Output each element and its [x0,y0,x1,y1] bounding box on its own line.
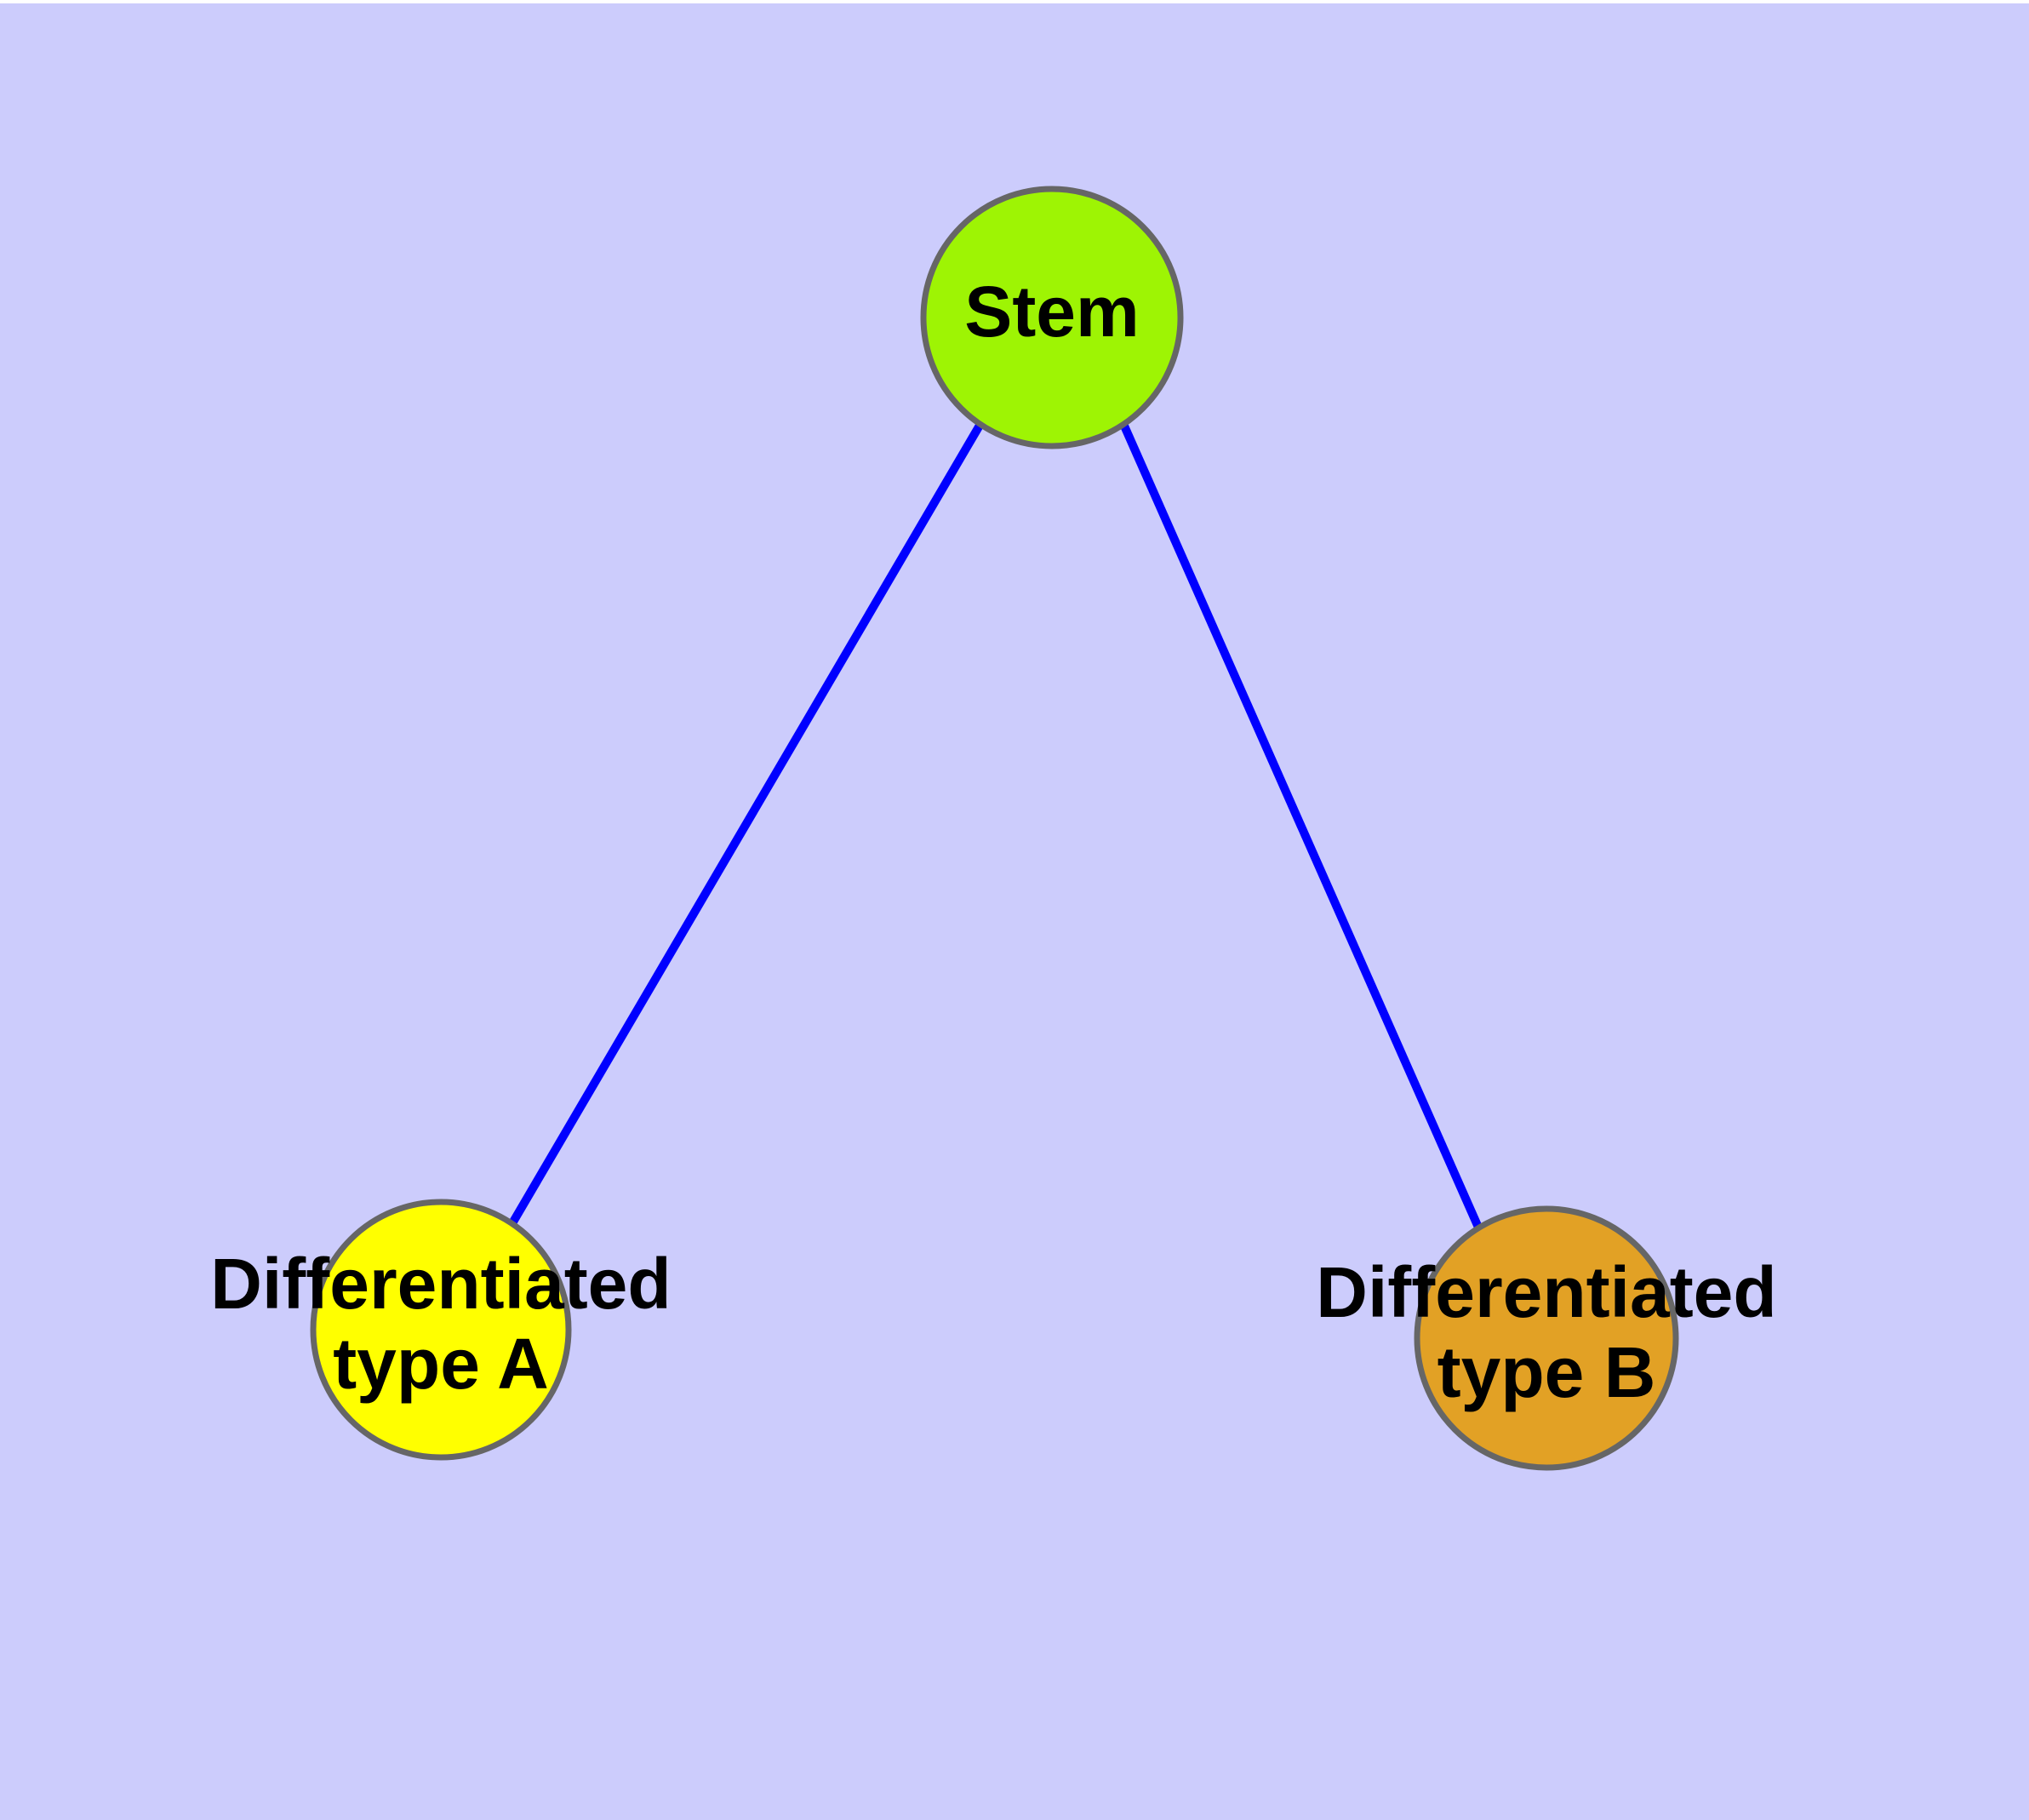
graph-node-stem[interactable] [920,186,1184,449]
graph-node-diff-a[interactable] [310,1199,572,1461]
graph-node-label-stem: Stem [964,272,1139,352]
graph-edge[interactable] [1119,421,1483,1232]
graph-node-label-line: type A [333,1324,549,1404]
graph-node-label-line: Differentiated [210,1244,671,1324]
edges-layer [508,421,1483,1232]
graph-node-diff-b[interactable] [1414,1205,1679,1471]
graph-node-label-line: type B [1437,1332,1656,1412]
graph-node-label-line: Stem [964,272,1139,352]
graph-node-label-line: Differentiated [1316,1252,1776,1332]
graph-edge[interactable] [508,421,985,1226]
